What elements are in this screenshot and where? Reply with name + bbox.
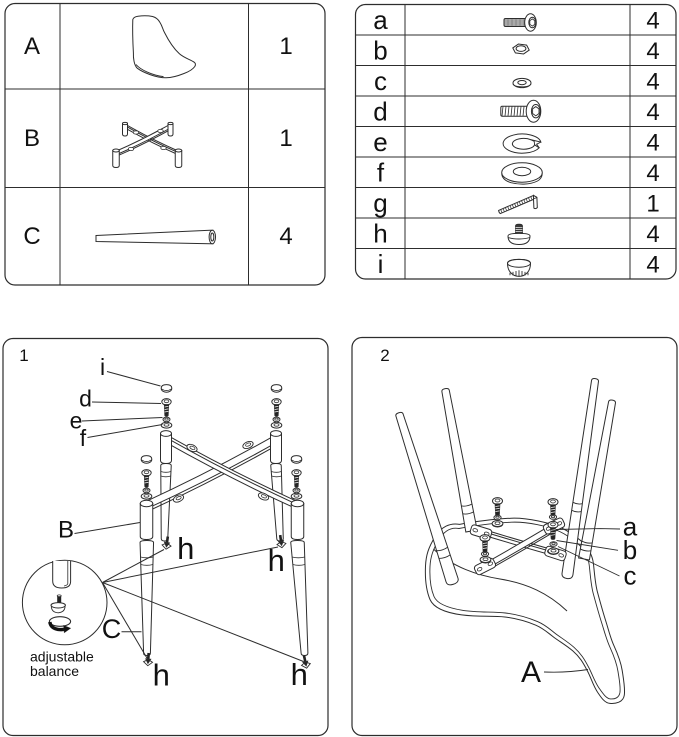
svg-text:adjustable: adjustable <box>30 649 94 665</box>
svg-text:4: 4 <box>646 99 659 126</box>
svg-text:e: e <box>373 127 387 157</box>
svg-text:i: i <box>100 354 105 380</box>
svg-text:4: 4 <box>646 251 659 278</box>
svg-text:d: d <box>79 386 92 412</box>
svg-text:4: 4 <box>646 221 659 248</box>
svg-text:4: 4 <box>646 7 659 34</box>
svg-text:4: 4 <box>646 38 659 65</box>
svg-text:1: 1 <box>279 33 292 60</box>
svg-text:f: f <box>377 157 385 187</box>
svg-text:B: B <box>58 517 74 544</box>
svg-text:4: 4 <box>646 129 659 156</box>
svg-text:c: c <box>624 561 637 591</box>
svg-text:C: C <box>23 223 40 250</box>
svg-text:b: b <box>623 535 637 565</box>
svg-text:4: 4 <box>646 68 659 95</box>
svg-text:A: A <box>24 33 40 60</box>
svg-text:2: 2 <box>380 346 389 365</box>
svg-text:4: 4 <box>646 160 659 187</box>
svg-text:d: d <box>373 96 387 126</box>
svg-text:h: h <box>153 658 170 693</box>
svg-text:h: h <box>177 531 194 566</box>
svg-text:1: 1 <box>19 346 28 365</box>
svg-text:c: c <box>374 66 387 96</box>
svg-text:f: f <box>80 425 87 451</box>
svg-text:a: a <box>623 512 638 542</box>
svg-text:i: i <box>378 249 384 279</box>
svg-text:h: h <box>268 543 285 578</box>
svg-text:1: 1 <box>646 190 659 217</box>
svg-text:balance: balance <box>30 663 79 679</box>
svg-text:B: B <box>24 125 40 152</box>
svg-text:A: A <box>521 656 541 689</box>
svg-text:h: h <box>373 218 387 248</box>
svg-text:1: 1 <box>279 125 292 152</box>
svg-text:e: e <box>70 407 83 433</box>
svg-text:4: 4 <box>279 223 292 250</box>
svg-text:a: a <box>373 5 388 35</box>
svg-text:h: h <box>291 657 308 692</box>
svg-text:b: b <box>373 35 387 65</box>
svg-text:g: g <box>373 188 387 218</box>
svg-text:C: C <box>102 614 122 644</box>
